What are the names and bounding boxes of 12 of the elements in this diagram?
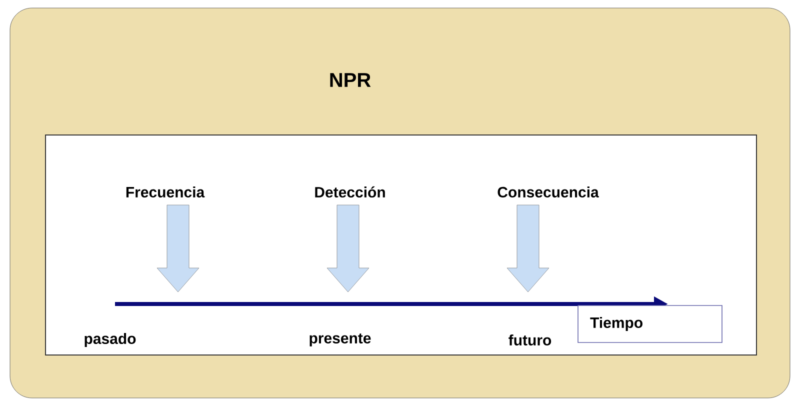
chart-frame xyxy=(45,134,757,356)
factor-label: Frecuencia xyxy=(126,186,205,198)
time-label: futuro xyxy=(508,334,552,346)
time-label: presente xyxy=(310,334,371,346)
factor-label: Consecuencia xyxy=(498,186,599,198)
block-arrow xyxy=(506,204,550,292)
label-box: Tiempo xyxy=(578,305,722,343)
factor-label: Detección xyxy=(315,186,385,198)
title: NPR xyxy=(330,73,371,87)
block-arrow xyxy=(326,204,370,292)
time-label: pasado xyxy=(84,333,136,347)
block-arrow xyxy=(156,204,200,292)
